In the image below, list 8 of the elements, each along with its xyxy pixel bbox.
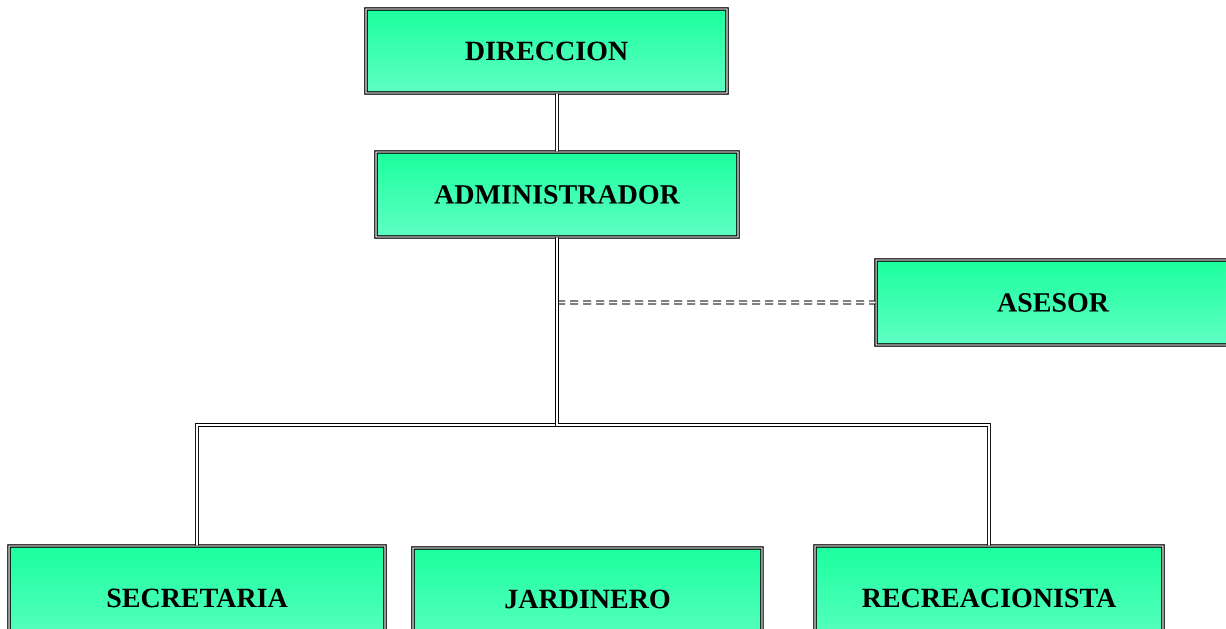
- org-box: JARDINERO: [411, 546, 764, 629]
- org-box: ADMINISTRADOR: [374, 150, 740, 239]
- connector-line: [555, 236, 991, 547]
- connector-line: [555, 92, 559, 153]
- org-box: DIRECCION: [364, 7, 729, 95]
- org-box: RECREACIONISTA: [813, 544, 1165, 629]
- org-box: ASESOR: [874, 258, 1226, 347]
- org-box: SECRETARIA: [7, 544, 387, 629]
